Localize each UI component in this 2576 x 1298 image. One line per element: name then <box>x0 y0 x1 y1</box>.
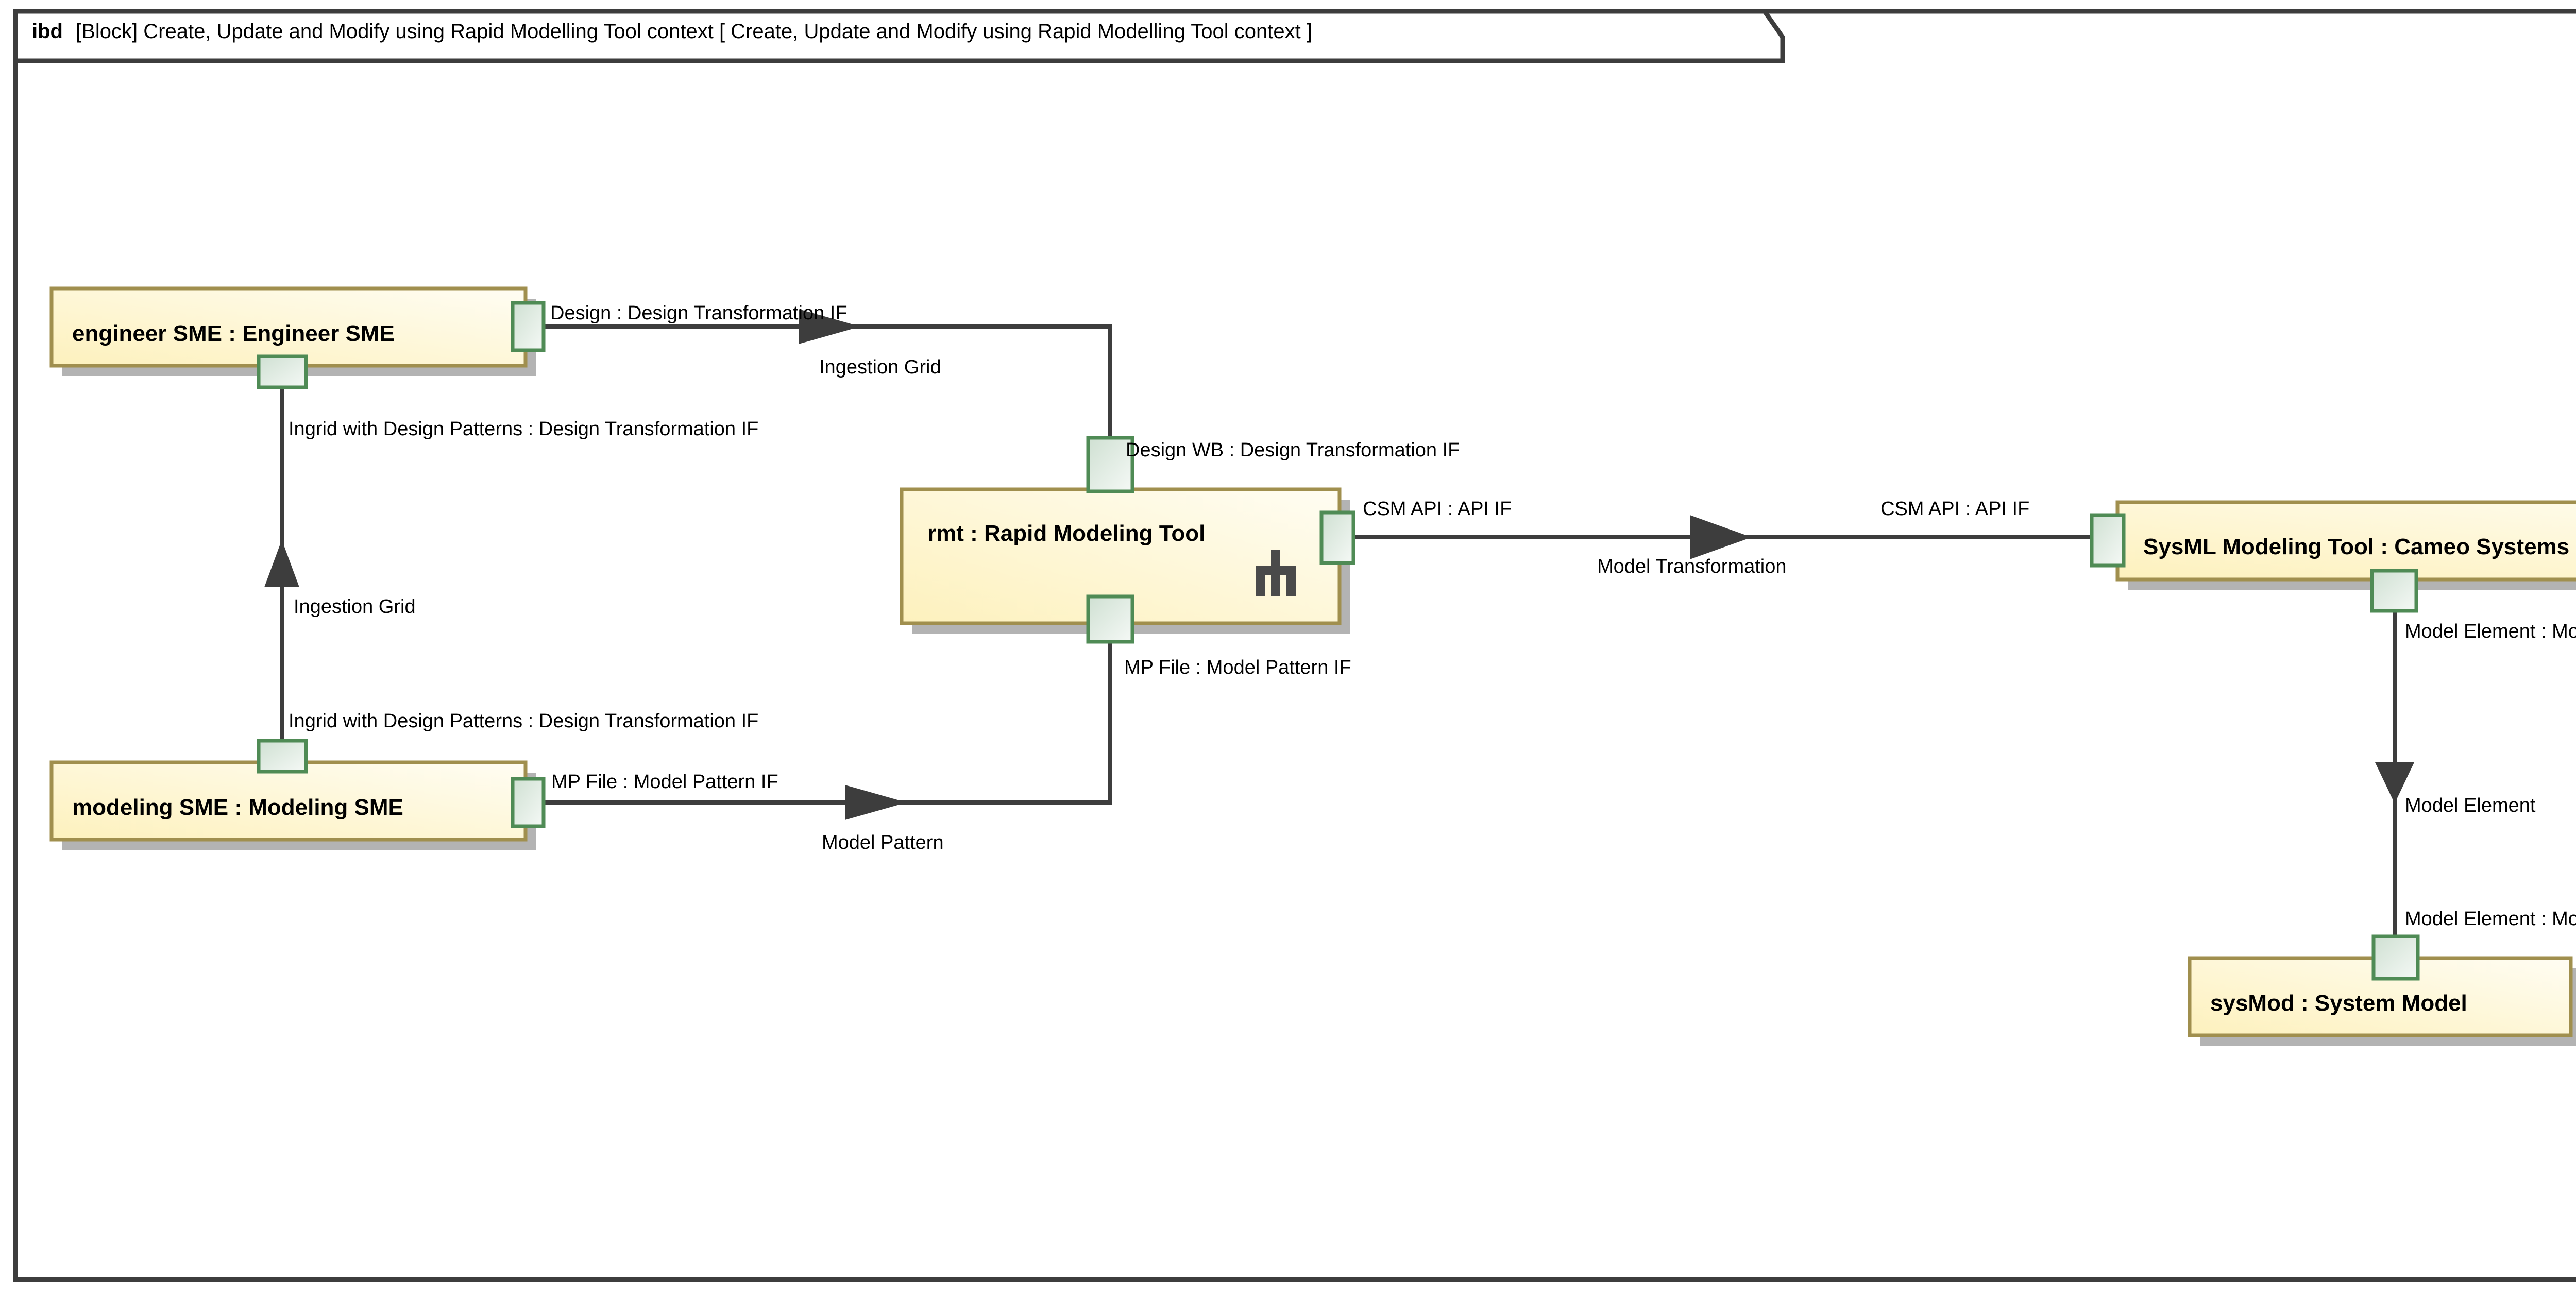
connector-label-model-element: Model Element <box>2405 795 2536 816</box>
block-rmt-label: rmt : Rapid Modeling Tool <box>927 521 1205 546</box>
port-label-csm-left: CSM API : API IF <box>1880 498 2029 520</box>
block-modeling-sme-label: modeling SME : Modeling SME <box>72 795 403 820</box>
block-engineer-sme[interactable]: engineer SME : Engineer SME <box>49 286 536 376</box>
decomposition-icon <box>1256 550 1296 596</box>
port-label-sysmod-top: Model Element : Model Element IF <box>2405 908 2576 930</box>
diagram-frame <box>13 9 2576 1282</box>
port-rmt-top[interactable] <box>1086 436 1134 493</box>
connector-label-ingestion-grid-return: Ingestion Grid <box>294 596 416 618</box>
block-sysml-tool-label: SysML Modeling Tool : Cameo Systems Mode… <box>2143 534 2576 559</box>
connector-label-model-pattern: Model Pattern <box>822 832 944 853</box>
port-csm-bottom[interactable] <box>2370 569 2418 613</box>
port-label-csm-bottom: Model Element : Model Element IF <box>2405 621 2576 642</box>
block-modeling-sme[interactable]: modeling SME : Modeling SME <box>49 760 536 850</box>
port-label-rmt-right: CSM API : API IF <box>1363 498 1512 520</box>
port-label-rmt-top: Design WB : Design Transformation IF <box>1126 439 1460 461</box>
connector-label-model-transformation: Model Transformation <box>1597 556 1787 577</box>
port-eng-bottom[interactable] <box>257 354 308 389</box>
connector-model-element[interactable] <box>2375 592 2414 948</box>
frame-title-text: ibd [Block] Create, Update and Modify us… <box>32 20 1312 43</box>
connector-label-ingestion-grid-design: Ingestion Grid <box>819 356 941 378</box>
port-sysmod-top[interactable] <box>2371 934 2420 981</box>
port-mod-top[interactable] <box>257 739 308 774</box>
port-label-eng-right: Design : Design Transformation IF <box>550 302 848 324</box>
port-label-mod-top: Ingrid with Design Patterns : Design Tra… <box>289 710 758 732</box>
port-rmt-bottom[interactable] <box>1086 594 1134 644</box>
port-label-mod-right: MP File : Model Pattern IF <box>551 771 778 793</box>
port-csm-left[interactable] <box>2090 513 2126 568</box>
port-rmt-right[interactable] <box>1319 510 1355 565</box>
block-engineer-sme-label: engineer SME : Engineer SME <box>72 321 395 346</box>
frame-keyword: ibd <box>32 20 63 43</box>
connector-ingestion-grid-return[interactable] <box>264 382 299 752</box>
port-eng-right[interactable] <box>511 301 546 352</box>
port-mod-right[interactable] <box>511 777 546 828</box>
block-sysmod-label: sysMod : System Model <box>2210 990 2467 1016</box>
connector-model-pattern[interactable] <box>541 618 1112 820</box>
port-label-rmt-bottom: MP File : Model Pattern IF <box>1124 657 1351 678</box>
connector-model-transformation[interactable] <box>1352 515 2110 559</box>
connector-ingestion-grid-design[interactable] <box>533 309 1112 438</box>
frame-title-label: [Block] Create, Update and Modify using … <box>76 20 1312 43</box>
block-sysml-tool[interactable]: SysML Modeling Tool : Cameo Systems Mode… <box>2115 500 2576 590</box>
port-label-eng-bottom: Ingrid with Design Patterns : Design Tra… <box>289 418 758 440</box>
